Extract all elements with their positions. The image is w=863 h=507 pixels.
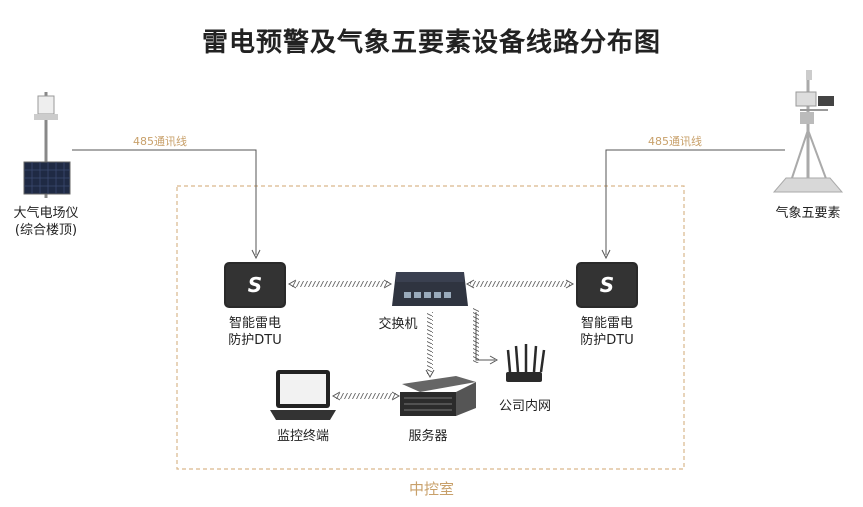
link-switch-server xyxy=(425,312,435,379)
field-mill-device xyxy=(23,92,71,198)
monitor-terminal-device xyxy=(270,370,336,420)
weather-station-label: 气象五要素 xyxy=(775,206,841,221)
server-label: 服务器 xyxy=(408,429,448,444)
monitor-terminal-label: 监控终端 xyxy=(276,429,329,444)
switch-label: 交换机 xyxy=(378,317,418,332)
left-link-label: 485通讯线 xyxy=(133,135,187,148)
link-switch-dtu-right xyxy=(465,279,575,289)
page-title: 雷电预警及气象五要素设备线路分布图 xyxy=(201,28,661,58)
dtu-right-device: S xyxy=(576,262,638,308)
switch-device xyxy=(392,272,468,306)
left-485-line xyxy=(72,149,261,260)
weather-station-device xyxy=(772,70,844,193)
field-mill-label-line2: (综合楼顶) xyxy=(14,223,78,238)
dtu-left-label: 智能雷电 防护DTU xyxy=(222,315,288,349)
right-485-line xyxy=(601,149,785,260)
right-link-label: 485通讯线 xyxy=(648,135,702,148)
field-mill-label: 大气电场仪 (综合楼顶) xyxy=(8,205,84,239)
field-mill-label-line1: 大气电场仪 xyxy=(13,206,79,221)
link-switch-router xyxy=(473,308,499,365)
svg-text:S: S xyxy=(600,273,614,297)
link-monitor-server xyxy=(331,391,401,401)
link-dtu-left-switch xyxy=(287,279,393,289)
control-room-boundary xyxy=(176,185,685,470)
dtu-left-label-line2: 防护DTU xyxy=(228,333,282,348)
dtu-right-label: 智能雷电 防护DTU xyxy=(574,315,640,349)
dtu-right-label-line2: 防护DTU xyxy=(580,333,634,348)
dtu-left-label-line1: 智能雷电 xyxy=(228,316,281,331)
control-room-label: 中控室 xyxy=(408,480,454,498)
server-device xyxy=(400,376,476,416)
dtu-left-device: S xyxy=(224,262,286,308)
svg-text:S: S xyxy=(248,273,262,297)
dtu-right-label-line1: 智能雷电 xyxy=(580,316,633,331)
router-device xyxy=(506,344,546,382)
router-label: 公司内网 xyxy=(498,399,551,414)
